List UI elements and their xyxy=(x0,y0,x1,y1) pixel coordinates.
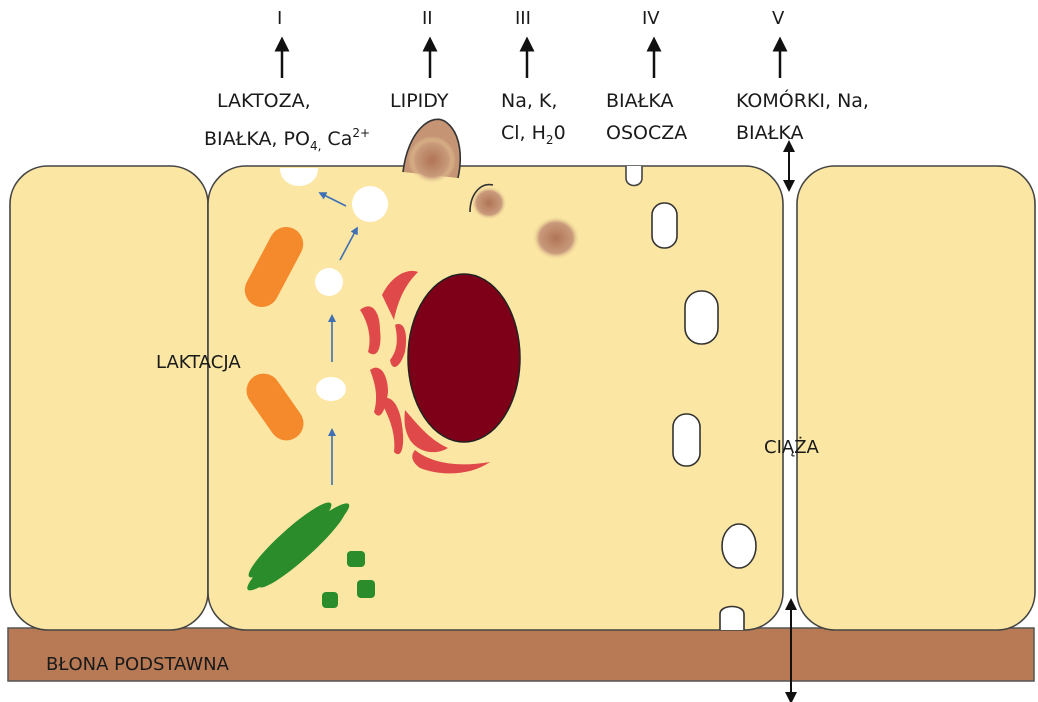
transcytosis-vesicle-1 xyxy=(652,203,677,248)
pathway-numeral-1: I xyxy=(277,6,282,32)
basal-membrane-pit xyxy=(720,607,744,631)
pathway-5-line-1: KOMÓRKI, Na, xyxy=(736,88,869,114)
transcytosis-vesicle-2 xyxy=(685,291,718,344)
lipid-droplet-core xyxy=(408,136,456,184)
pathway-3-text-a: Cl, H xyxy=(501,122,546,144)
secretory-vesicle-1 xyxy=(352,186,388,222)
right-cell xyxy=(797,166,1035,630)
pathway-numeral-4: IV xyxy=(642,6,660,32)
transcytosis-vesicle-4 xyxy=(722,524,756,568)
label-ciaza: CIĄŻA xyxy=(764,435,819,461)
pathway-1-sub: 4, xyxy=(310,139,321,153)
pathway-4-line-2: OSOCZA xyxy=(606,120,687,146)
pathway-3-text-b: 0 xyxy=(554,122,566,144)
label-basement-membrane: BŁONA PODSTAWNA xyxy=(46,652,229,678)
pathway-numeral-2: II xyxy=(422,6,433,32)
secretory-vesicle-2 xyxy=(315,268,343,296)
pathway-numeral-5: V xyxy=(772,6,784,32)
pathway-3-line-2: Cl, H20 xyxy=(501,120,566,153)
secretory-vesicle-3 xyxy=(316,377,346,401)
pathway-5-line-2: BIAŁKA xyxy=(736,120,803,146)
ribosome-cluster-2 xyxy=(357,580,375,598)
pathway-4-line-1: BIAŁKA xyxy=(606,88,673,114)
label-laktacja: LAKTACJA xyxy=(156,350,241,376)
apical-membrane-pit xyxy=(626,166,642,186)
pathway-3-line-1: Na, K, xyxy=(501,88,557,114)
pathway-1-line-2: BIAŁKA, PO4, Ca2+ xyxy=(204,120,370,159)
pathway-1-line-1: LAKTOZA, xyxy=(217,88,311,114)
ribosome-cluster-1 xyxy=(347,551,365,567)
ribosome-cluster-3 xyxy=(322,592,338,608)
lipid-droplet-2 xyxy=(532,216,580,260)
pathway-1-text-a: BIAŁKA, PO xyxy=(204,128,310,150)
pathway-3-sub: 2 xyxy=(546,133,554,147)
pathway-numeral-3: III xyxy=(515,6,531,32)
pathway-2-label: LIPIDY xyxy=(390,88,448,114)
transcytosis-vesicle-3 xyxy=(673,414,700,466)
pathway-1-text-b: Ca xyxy=(321,128,352,150)
left-cell xyxy=(10,166,208,630)
pathway-1-sup: 2+ xyxy=(352,126,370,140)
nucleus xyxy=(408,274,520,442)
